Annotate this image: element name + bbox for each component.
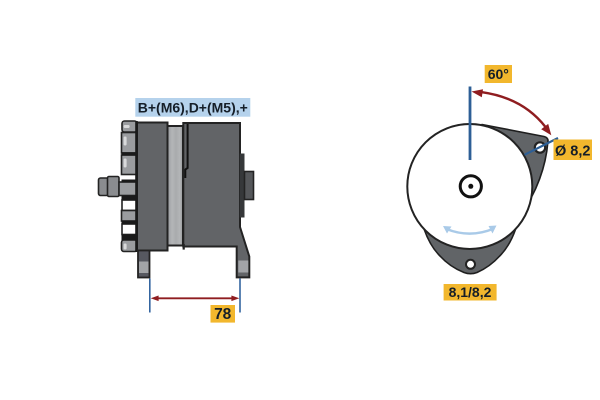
svg-text:Ø 8,2: Ø 8,2 — [555, 143, 590, 159]
svg-text:8,1/8,2: 8,1/8,2 — [449, 284, 492, 300]
svg-text:B+(M6),D+(M5),+: B+(M6),D+(M5),+ — [138, 99, 248, 115]
svg-text:60°: 60° — [488, 66, 509, 82]
svg-text:78: 78 — [214, 306, 232, 323]
